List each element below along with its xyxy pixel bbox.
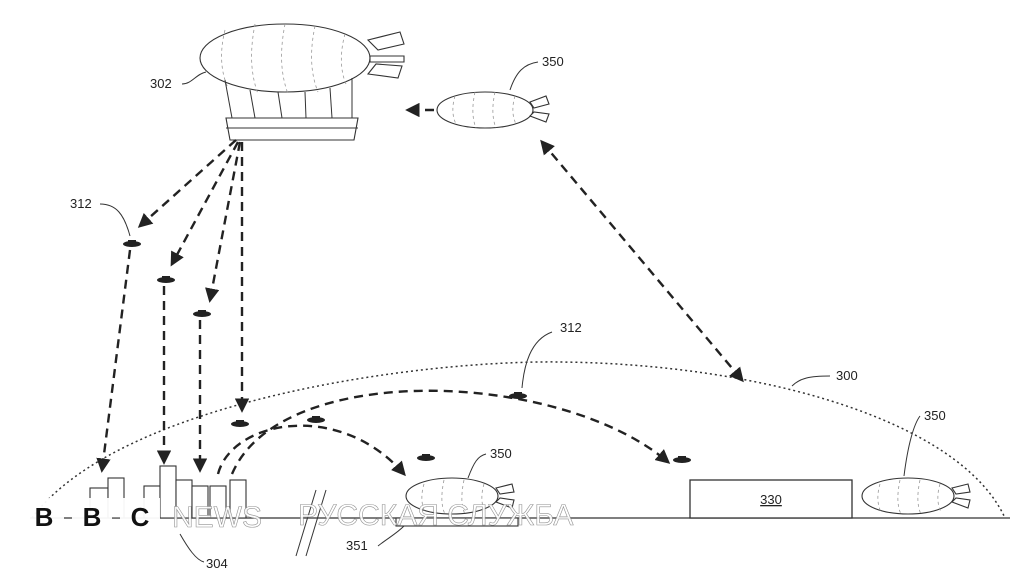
small-airship-top bbox=[436, 91, 550, 129]
drone bbox=[509, 392, 527, 399]
label-302: 302 bbox=[150, 76, 172, 91]
service-wordmark: РУССКАЯ СЛУЖБА bbox=[298, 499, 573, 532]
label-300: 300 bbox=[836, 368, 858, 383]
arrow-descend-1 bbox=[96, 249, 132, 473]
drone bbox=[123, 240, 141, 247]
leader-line bbox=[99, 203, 131, 237]
bbc-block bbox=[24, 498, 64, 534]
leader-line bbox=[903, 415, 921, 477]
leader-line bbox=[181, 71, 207, 85]
bbc-block bbox=[120, 498, 160, 534]
bbc-letter: B bbox=[83, 502, 102, 532]
label-351: 351 bbox=[346, 538, 368, 553]
ground-airship-right bbox=[861, 477, 971, 515]
main-airship bbox=[199, 23, 405, 141]
drone bbox=[193, 310, 211, 317]
break-mark bbox=[295, 489, 317, 557]
arrow-drop-3 bbox=[205, 141, 242, 303]
ground-airship-mid bbox=[395, 477, 519, 527]
drone bbox=[157, 276, 175, 283]
leader-line bbox=[791, 375, 831, 387]
label-330: 330 bbox=[760, 492, 782, 507]
bbc-block bbox=[72, 498, 112, 534]
leader-line bbox=[179, 533, 205, 563]
label-350-right: 350 bbox=[924, 408, 946, 423]
leader-line bbox=[509, 61, 539, 91]
facility-box: 330 bbox=[689, 479, 853, 519]
arrow-airship-boundary bbox=[540, 139, 744, 383]
label-312-mid: 312 bbox=[560, 320, 582, 335]
news-wordmark: NEWS bbox=[172, 501, 262, 534]
bbc-letter: C bbox=[131, 502, 150, 532]
leader-line bbox=[377, 525, 405, 547]
leader-line bbox=[521, 331, 553, 389]
arrow-drop-2 bbox=[170, 141, 240, 267]
route-to-facility bbox=[230, 389, 671, 475]
drone bbox=[673, 456, 691, 463]
drone bbox=[417, 454, 435, 461]
bbc-news-watermark: B B C NEWS РУССКАЯ СЛУЖБА bbox=[24, 498, 574, 534]
bbc-letter: B bbox=[35, 502, 54, 532]
break-mark bbox=[305, 489, 327, 557]
drone bbox=[231, 420, 249, 427]
leader-line bbox=[467, 453, 487, 479]
arrow-drop-1 bbox=[137, 139, 237, 228]
label-312-left: 312 bbox=[70, 196, 92, 211]
route-to-ground-airship bbox=[216, 424, 406, 477]
label-350-mid: 350 bbox=[490, 446, 512, 461]
label-350-top: 350 bbox=[542, 54, 564, 69]
label-304: 304 bbox=[206, 556, 228, 571]
drone bbox=[307, 416, 325, 423]
